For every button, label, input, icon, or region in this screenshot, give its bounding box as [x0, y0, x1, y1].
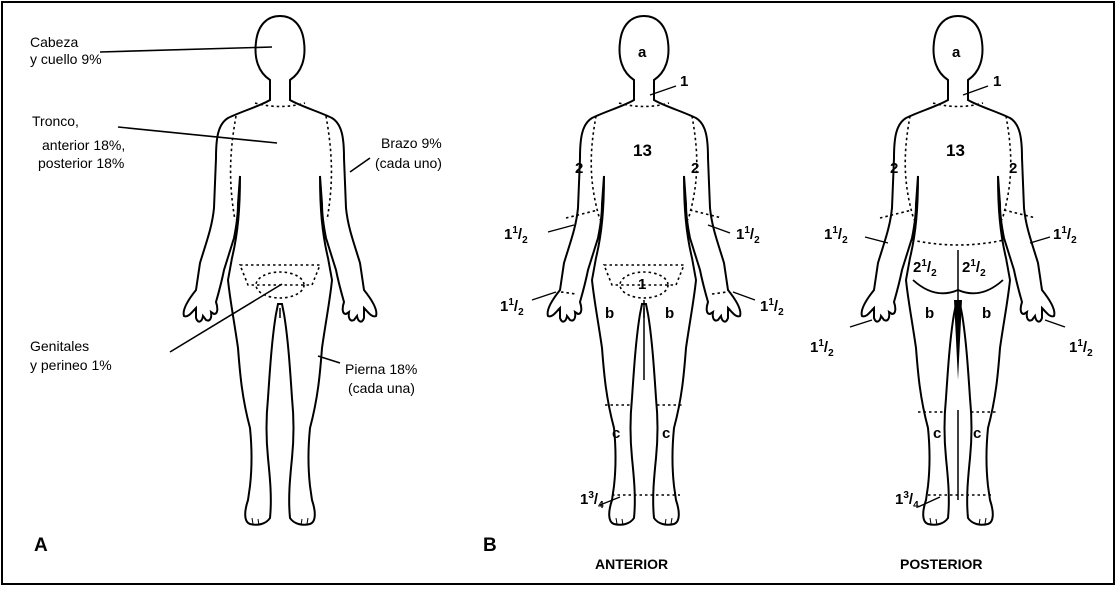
numerator: 1	[1077, 338, 1083, 349]
posterior-left-thigh-letter: b	[925, 305, 934, 322]
denominator: 2	[778, 307, 784, 318]
label-trunk-line2: anterior 18%,	[42, 137, 125, 154]
numerator: 1	[512, 225, 518, 236]
leader-lines-b	[532, 86, 1065, 507]
label-genital-line1: Genitales	[30, 338, 89, 355]
anterior-right-upperarm-value: 2	[691, 160, 699, 177]
posterior-left-upperarm-value: 2	[890, 160, 898, 177]
posterior-left-buttock-value: 21/2	[913, 255, 937, 282]
label-trunk-line1: Tronco,	[32, 113, 79, 130]
anterior-left-upperarm-value: 2	[575, 160, 583, 177]
posterior-right-upperarm-value: 2	[1009, 160, 1017, 177]
numerator: 3	[588, 490, 594, 501]
numerator: 3	[903, 490, 909, 501]
label-leg-line1: Pierna 18%	[345, 361, 417, 378]
numerator: 1	[508, 297, 514, 308]
anterior-head-letter: a	[638, 44, 646, 61]
label-head-neck-line1: Cabeza	[30, 34, 78, 51]
figure-letter-b: B	[483, 537, 497, 554]
posterior-foot-value: 13/4	[895, 487, 919, 514]
denominator: 2	[931, 268, 937, 279]
denominator: 2	[522, 235, 528, 246]
denominator: 4	[598, 500, 604, 511]
denominator: 4	[913, 500, 919, 511]
body-figure-a	[184, 16, 377, 525]
anterior-right-lowerleg-letter: c	[662, 425, 670, 442]
body-figure-anterior	[548, 16, 741, 525]
label-head-neck-line2: y cuello 9%	[30, 51, 102, 68]
anterior-foot-value: 13/4	[580, 487, 604, 514]
denominator: 2	[1071, 235, 1077, 246]
numerator: 1	[768, 297, 774, 308]
anterior-left-forearm-value: 11/2	[504, 222, 528, 249]
denominator: 2	[1087, 348, 1093, 359]
label-leg-line2: (cada una)	[348, 380, 415, 397]
posterior-right-thigh-letter: b	[982, 305, 991, 322]
anterior-genital-value: 1	[638, 276, 646, 293]
view-label-anterior: ANTERIOR	[595, 556, 668, 573]
anterior-left-hand-value: 11/2	[500, 294, 524, 321]
denominator: 2	[518, 307, 524, 318]
numerator: 1	[1061, 225, 1067, 236]
anterior-left-thigh-letter: b	[605, 305, 614, 322]
posterior-right-buttock-value: 21/2	[962, 255, 986, 282]
anterior-neck-value: 1	[680, 73, 688, 90]
posterior-right-forearm-value: 11/2	[1053, 222, 1077, 249]
anterior-trunk-value: 13	[633, 142, 652, 159]
posterior-right-hand-value: 11/2	[1069, 335, 1093, 362]
label-genital-line2: y perineo 1%	[30, 357, 112, 374]
posterior-trunk-value: 13	[946, 142, 965, 159]
posterior-left-hand-value: 11/2	[810, 335, 834, 362]
anterior-right-thigh-letter: b	[665, 305, 674, 322]
figure-letter-a: A	[34, 537, 48, 554]
posterior-neck-value: 1	[993, 73, 1001, 90]
anterior-right-hand-value: 11/2	[760, 294, 784, 321]
numerator: 1	[970, 258, 976, 269]
posterior-left-forearm-value: 11/2	[824, 222, 848, 249]
label-trunk-line3: posterior 18%	[38, 155, 124, 172]
label-arm-line1: Brazo 9%	[381, 135, 442, 152]
numerator: 1	[818, 338, 824, 349]
numerator: 1	[744, 225, 750, 236]
label-arm-line2: (cada uno)	[375, 155, 442, 172]
numerator: 1	[832, 225, 838, 236]
anterior-left-lowerleg-letter: c	[612, 425, 620, 442]
body-figure-posterior	[862, 16, 1055, 525]
view-label-posterior: POSTERIOR	[900, 556, 982, 573]
denominator: 2	[828, 348, 834, 359]
posterior-head-letter: a	[952, 44, 960, 61]
posterior-right-lowerleg-letter: c	[973, 425, 981, 442]
denominator: 2	[842, 235, 848, 246]
posterior-left-lowerleg-letter: c	[933, 425, 941, 442]
anterior-right-forearm-value: 11/2	[736, 222, 760, 249]
denominator: 2	[754, 235, 760, 246]
denominator: 2	[980, 268, 986, 279]
numerator: 1	[921, 258, 927, 269]
